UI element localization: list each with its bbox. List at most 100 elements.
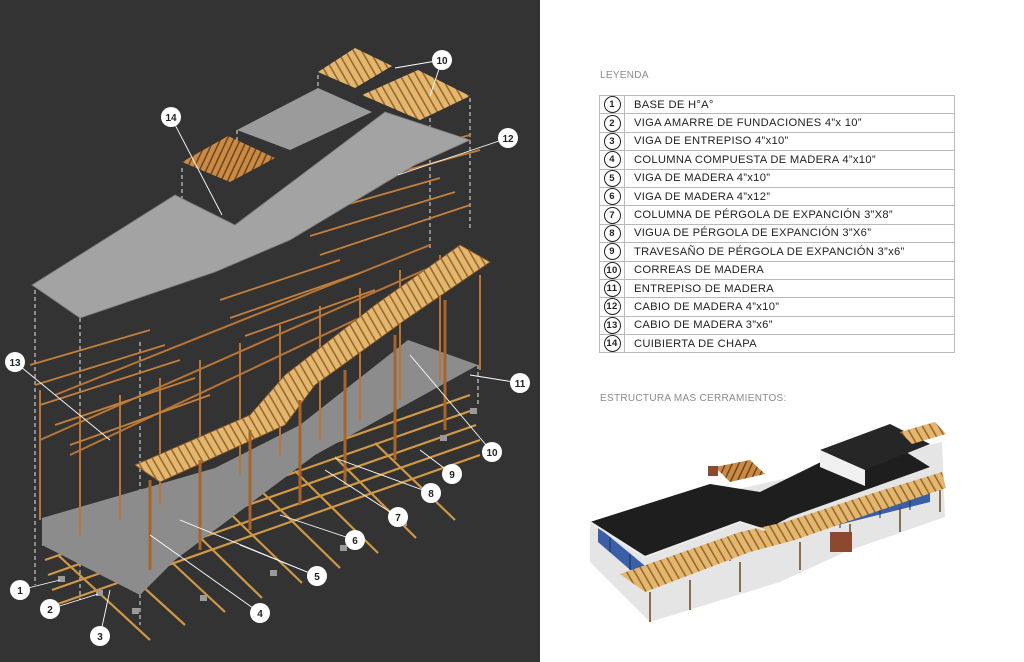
exploded-axonometric-diagram: 10 14 12 13 11 10 9 8 7 6 5 4 1 2 3 <box>0 0 540 662</box>
render-title: ESTRUCTURA MAS CERRAMIENTOS: <box>600 393 787 404</box>
leader-lines <box>14 59 521 637</box>
legend-number-badge: 12 <box>603 298 621 316</box>
svg-text:4: 4 <box>257 609 263 620</box>
legend-number-badge: 13 <box>603 316 621 334</box>
callout-12: 12 <box>498 128 518 148</box>
legend-number-cell: 9 <box>599 242 625 262</box>
legend-label: VIGA DE MADERA 4”x12” <box>624 186 955 207</box>
structural-frame <box>39 244 483 535</box>
svg-text:3: 3 <box>97 632 103 643</box>
callout-11: 11 <box>510 373 530 393</box>
legend-number-cell: 12 <box>599 297 625 317</box>
pergola-roof <box>134 244 491 483</box>
legend-number-badge: 2 <box>603 114 621 132</box>
purlin-panel-right <box>362 70 470 120</box>
legend-number-cell: 2 <box>599 113 625 133</box>
building-render <box>590 422 946 622</box>
purlin-panel-mid <box>182 136 275 182</box>
floor-slab <box>42 340 478 595</box>
callout-14: 14 <box>161 107 181 127</box>
svg-text:2: 2 <box>47 605 53 616</box>
purlin-panel-top <box>318 48 392 88</box>
legend-label: CABIO DE MADERA 3”x6” <box>624 315 955 336</box>
svg-text:12: 12 <box>502 134 514 145</box>
legend-number-cell: 6 <box>599 186 625 207</box>
svg-text:14: 14 <box>165 113 177 124</box>
legend-number-cell: 1 <box>599 94 625 115</box>
callout-3: 3 <box>90 626 110 646</box>
pergola-columns <box>148 300 447 570</box>
legend-number-badge: 9 <box>603 243 621 261</box>
legend-number-badge: 10 <box>603 261 621 279</box>
legend-label: VIGA DE MADERA 4”x10” <box>624 168 955 188</box>
svg-text:1: 1 <box>17 586 23 597</box>
legend-label: VIGA AMARRE DE FUNDACIONES 4”x 10” <box>624 113 955 133</box>
legend-number-cell: 11 <box>599 278 625 299</box>
legend-number-badge: 11 <box>603 280 621 298</box>
legend-number-cell: 14 <box>599 334 625 354</box>
legend-label: CORREAS DE MADERA <box>624 260 955 280</box>
upper-volume-roof <box>820 424 930 470</box>
callout-6: 6 <box>345 530 365 550</box>
callout-10-top: 10 <box>432 50 452 70</box>
svg-text:10: 10 <box>486 448 498 459</box>
legend-label: BASE DE H°A° <box>624 94 955 115</box>
roof-sheet-upper <box>237 88 372 150</box>
legend-label: CABIO DE MADERA 4”x10” <box>624 297 955 317</box>
legend-number-badge: 3 <box>603 132 621 150</box>
legend-number-cell: 10 <box>599 260 625 280</box>
legend-number-badge: 4 <box>603 151 621 169</box>
callout-1: 1 <box>10 580 30 600</box>
pergola-top <box>900 422 946 444</box>
legend-label: VIGA DE ENTREPISO 4”x10” <box>624 131 955 152</box>
legend-number-badge: 6 <box>603 188 621 206</box>
svg-text:13: 13 <box>9 358 21 369</box>
callout-9: 9 <box>442 464 462 484</box>
svg-text:5: 5 <box>314 572 320 583</box>
callout-8: 8 <box>421 483 441 503</box>
legend-number-cell: 5 <box>599 168 625 188</box>
svg-text:11: 11 <box>515 379 526 390</box>
legend-number-badge: 5 <box>603 169 621 187</box>
callout-10-bottom: 10 <box>482 442 502 462</box>
legend-label: ENTREPISO DE MADERA <box>624 278 955 299</box>
legend-number-badge: 14 <box>603 335 621 353</box>
callout-5: 5 <box>307 566 327 586</box>
callout-2: 2 <box>40 599 60 619</box>
exploded-axonometric-drawing: 10 14 12 13 11 10 9 8 7 6 5 4 1 2 3 <box>5 48 530 646</box>
svg-text:8: 8 <box>428 489 434 500</box>
roof-sheet <box>31 111 472 319</box>
legend-number-cell: 4 <box>599 150 625 170</box>
svg-text:7: 7 <box>395 513 401 524</box>
legend-title: LEYENDA <box>600 70 649 81</box>
svg-text:10: 10 <box>436 56 448 67</box>
legend-label: CUIBIERTA DE CHAPA <box>624 334 955 354</box>
legend-number-badge: 7 <box>603 206 621 224</box>
legend-label: TRAVESAÑO DE PÉRGOLA DE EXPANCIÓN 3”x6” <box>624 242 955 262</box>
legend-number-cell: 3 <box>599 131 625 152</box>
legend-number-cell: 7 <box>599 205 625 225</box>
legend-label: COLUMNA DE PÉRGOLA DE EXPANCIÓN 3”X8” <box>624 205 955 225</box>
legend-number-badge: 1 <box>603 96 621 114</box>
callout-7: 7 <box>388 507 408 527</box>
callout-4: 4 <box>250 603 270 623</box>
legend-number-cell: 8 <box>599 223 625 244</box>
legend-label: COLUMNA COMPUESTA DE MADERA 4”x10” <box>624 150 955 170</box>
svg-text:6: 6 <box>352 536 358 547</box>
callout-badges: 10 14 12 13 11 10 9 8 7 6 5 4 1 2 3 <box>5 50 530 646</box>
